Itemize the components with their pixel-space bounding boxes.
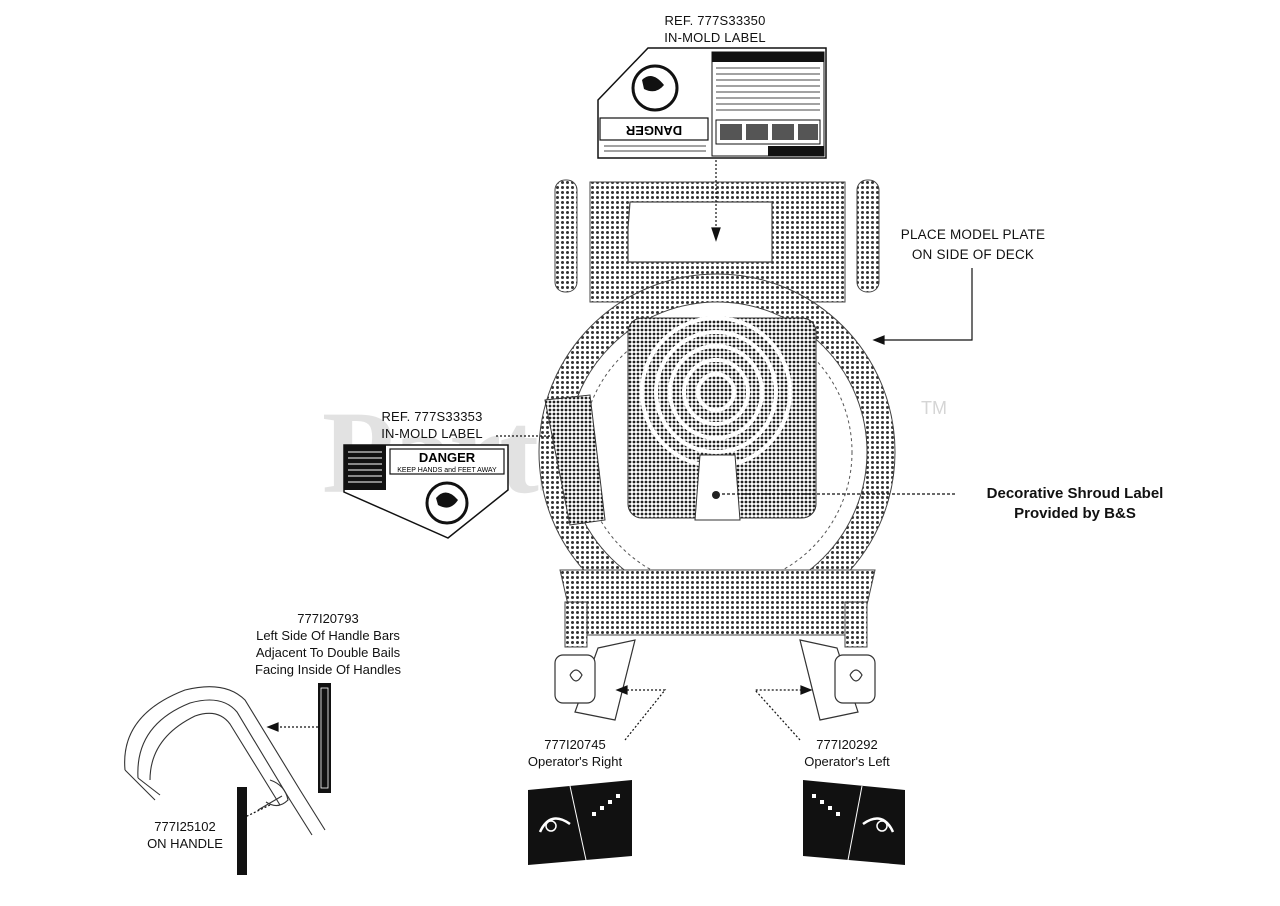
handle-bars-part-number: 777I20793 bbox=[297, 611, 359, 626]
handle-bars-line3: Adjacent To Double Bails bbox=[255, 645, 401, 660]
trademark-symbol: TM bbox=[921, 398, 947, 418]
handle-bar-decal-strip bbox=[318, 683, 331, 793]
handle-bars-callout: 777I20793 Left Side Of Handle Bars Adjac… bbox=[228, 610, 428, 678]
shroud-line2: Provided by B&S bbox=[1014, 505, 1136, 522]
handle-bars-line4: Facing Inside Of Handles bbox=[255, 662, 401, 677]
ref-top-part-number: REF. 777S33350 bbox=[664, 13, 766, 28]
danger-left-text: DANGER bbox=[419, 450, 476, 465]
model-plate-line2: ON SIDE OF DECK bbox=[911, 247, 1035, 262]
engine bbox=[627, 316, 817, 521]
shroud-line1: Decorative Shroud Label bbox=[986, 485, 1164, 502]
operator-left-part-number: 777I20292 bbox=[816, 737, 878, 752]
deck-decal-panel bbox=[544, 394, 606, 526]
ref-top-description: IN-MOLD LABEL bbox=[664, 30, 766, 45]
model-plate-callout: PLACE MODEL PLATE ON SIDE OF DECK bbox=[898, 225, 1048, 265]
operator-right-description: Operator's Right bbox=[527, 754, 623, 769]
handle-illustration bbox=[124, 686, 326, 836]
shroud-callout: Decorative Shroud Label Provided by B&S bbox=[955, 484, 1195, 524]
on-handle-description: ON HANDLE bbox=[147, 836, 223, 851]
handle-supports bbox=[554, 601, 876, 721]
grass-bag bbox=[554, 179, 880, 303]
danger-label-top bbox=[597, 47, 827, 159]
handle-bars-line2: Left Side Of Handle Bars bbox=[256, 628, 400, 643]
ref-left-part-number: REF. 777S33353 bbox=[381, 409, 483, 424]
danger-left-subtext: KEEP HANDS and FEET AWAY bbox=[397, 467, 497, 474]
leader-lines bbox=[242, 160, 973, 819]
operator-right-part-number: 777I20745 bbox=[544, 737, 606, 752]
operator-left-description: Operator's Left bbox=[804, 754, 890, 769]
operator-left-decal bbox=[803, 780, 905, 865]
ref-left-description: IN-MOLD LABEL bbox=[381, 426, 483, 441]
on-handle-part-number: 777I25102 bbox=[154, 819, 216, 834]
model-plate-line1: PLACE MODEL PLATE bbox=[900, 227, 1046, 242]
ref-left-callout: REF. 777S33353 IN-MOLD LABEL bbox=[362, 408, 502, 442]
operator-right-decal bbox=[528, 780, 632, 865]
on-handle-decal-strip bbox=[237, 787, 247, 875]
danger-label-left bbox=[343, 444, 509, 539]
operator-right-callout: 777I20745 Operator's Right bbox=[505, 736, 645, 770]
operator-left-callout: 777I20292 Operator's Left bbox=[777, 736, 917, 770]
danger-top-text: DANGER bbox=[625, 123, 682, 138]
ref-top-callout: REF. 777S33350 IN-MOLD LABEL bbox=[640, 12, 790, 46]
on-handle-callout: 777I25102 ON HANDLE bbox=[130, 818, 240, 852]
